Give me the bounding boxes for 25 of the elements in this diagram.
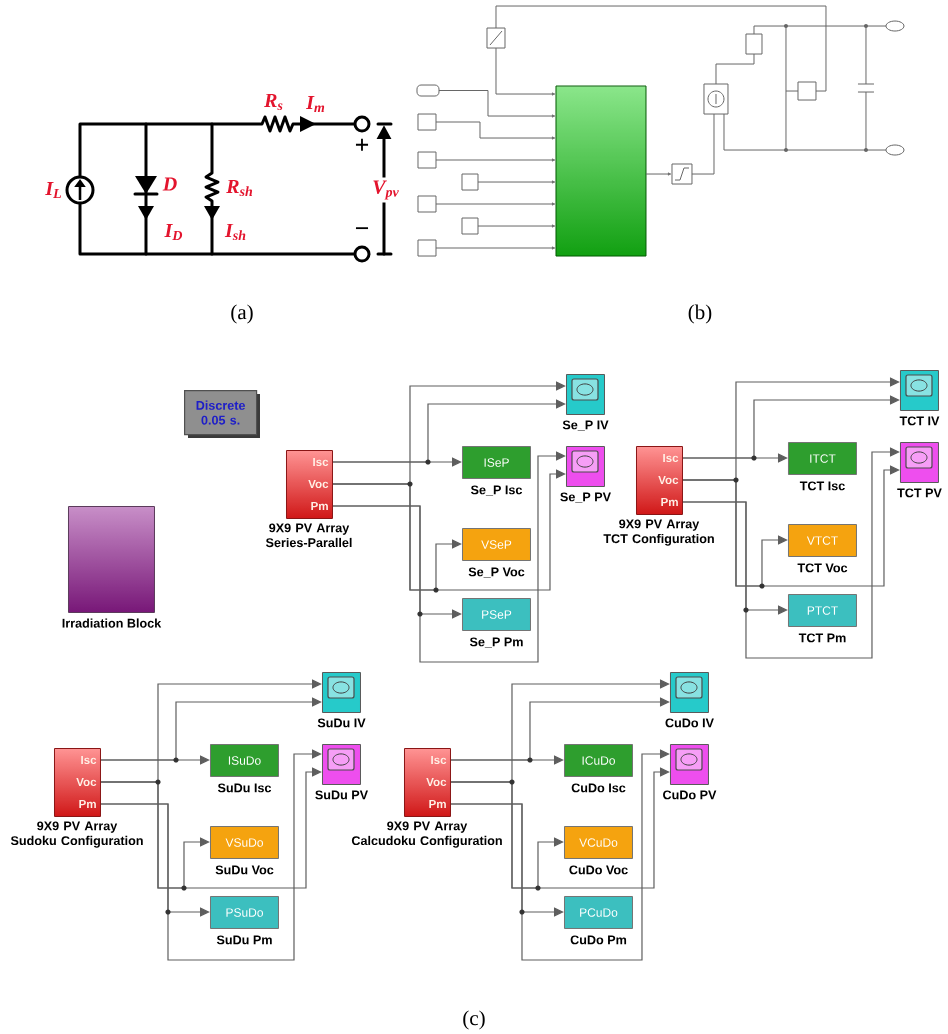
signal-arrow [100, 697, 322, 761]
signal-arrow [682, 447, 900, 659]
signal-arrow [682, 395, 900, 459]
signal-arrow [450, 697, 670, 761]
symbol-label: I$_{D}$ [164, 223, 183, 241]
panel-label: (a) [231, 304, 253, 324]
signal-arrow [332, 469, 566, 591]
polarity-sign: − [355, 227, 369, 230]
symbol-label: I$_{L}$ [45, 181, 61, 199]
symbol-label: I$_{sh}$ [224, 223, 246, 241]
signal-arrow [332, 399, 566, 463]
symbol-label: D [162, 177, 177, 191]
signal-arrow [450, 749, 670, 961]
symbol-label: I$_{m}$ [305, 95, 325, 113]
symbol-label: R$_{s}$ [264, 93, 283, 111]
panel-label: (c) [463, 1010, 485, 1030]
symbol-label: R$_{sh}$ [226, 179, 253, 197]
signal-arrow [100, 749, 322, 961]
signal-arrow [450, 767, 670, 889]
polarity-sign: + [355, 138, 369, 151]
signal-arrow [100, 767, 322, 889]
panel-label: (b) [688, 304, 712, 324]
symbol-label: V$_{pv}$ [369, 177, 403, 203]
signal-arrow [682, 465, 900, 587]
signal-arrow [332, 451, 566, 663]
